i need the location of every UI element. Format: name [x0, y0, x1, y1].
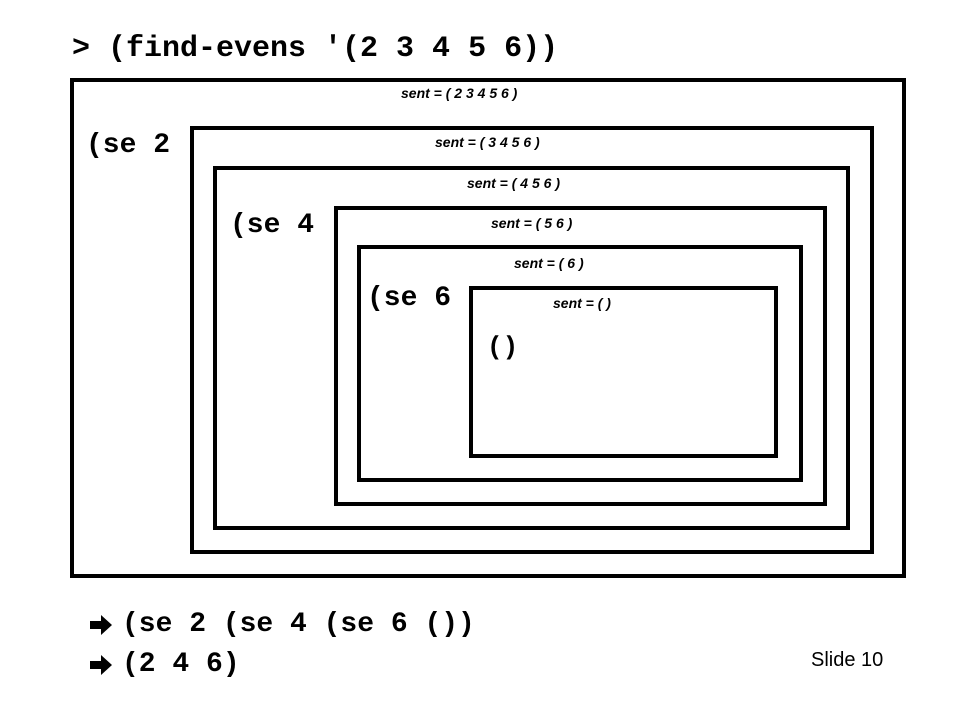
result-line-1: (se 2 (se 4 (se 6 ())	[88, 611, 475, 639]
result-text-2: (2 4 6)	[122, 649, 240, 680]
slide-number: Slide 10	[811, 649, 884, 671]
frame-box-6	[469, 286, 778, 458]
frame-box-3	[213, 166, 850, 530]
sent-label-3: sent = ( 4 5 6 )	[467, 175, 560, 191]
sent-label-4: sent = ( 5 6 )	[491, 215, 573, 231]
result-line-2: (2 4 6)	[88, 651, 240, 679]
se-call-label-5: (se 6	[367, 283, 452, 314]
frame-box-1	[70, 78, 906, 578]
page-title: > (find-evens '(2 3 4 5 6))	[72, 32, 559, 66]
result-text-1: (se 2 (se 4 (se 6 ())	[122, 609, 475, 640]
sent-label-5: sent = ( 6 )	[514, 255, 584, 271]
sent-label-2: sent = ( 3 4 5 6 )	[435, 134, 540, 150]
se-call-label-3: (se 4	[230, 210, 315, 241]
sent-label-6: sent = ( )	[553, 295, 611, 311]
right-arrow-icon	[90, 615, 112, 635]
sent-label-1: sent = ( 2 3 4 5 6 )	[401, 85, 518, 101]
frame-box-5	[357, 245, 803, 482]
frame-box-4	[334, 206, 827, 506]
right-arrow-icon	[90, 655, 112, 675]
frame-box-2	[190, 126, 874, 554]
empty-list-label: ()	[487, 332, 519, 362]
se-call-label-1: (se 2	[86, 130, 171, 161]
